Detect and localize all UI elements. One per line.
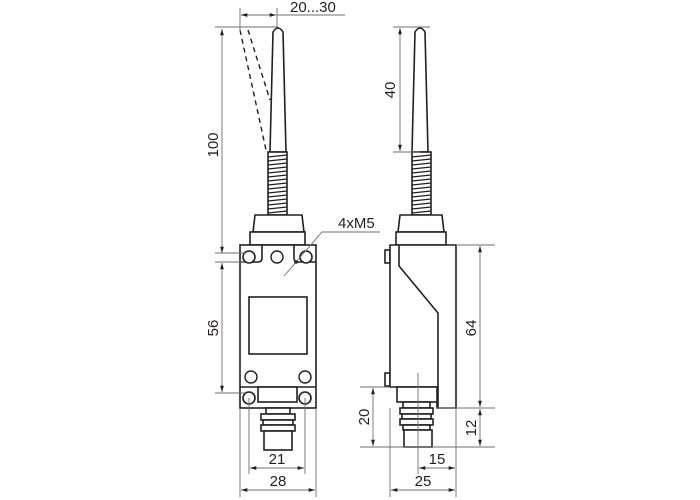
spring-coil (411, 186, 432, 190)
spring-coil (267, 182, 288, 186)
spring-coil (267, 170, 288, 174)
spring-coil (411, 170, 432, 174)
plunger-tab (257, 386, 298, 403)
side-view: 40 64 12 20 15 25 (356, 26, 495, 497)
plunger-tab (396, 386, 438, 403)
mount-hole (242, 250, 256, 264)
dim-height-total: 100 (205, 132, 222, 157)
dim-step: 12 (463, 420, 480, 437)
spring (267, 151, 288, 216)
actuator-rod (269, 27, 287, 153)
collar (249, 231, 306, 246)
spring-coil (267, 158, 288, 162)
window (248, 296, 308, 355)
spring-coil (267, 194, 288, 198)
dim-mount-spacing-v: 56 (205, 320, 222, 337)
spring-coil (411, 162, 432, 166)
spring-coil (411, 198, 432, 202)
dim-rod-length: 40 (382, 82, 399, 99)
collar (395, 231, 447, 246)
spring-coil (267, 202, 288, 206)
spring-coil (267, 190, 288, 194)
screw (244, 370, 258, 384)
spring-coil (411, 166, 432, 170)
actuator-rod (411, 27, 429, 153)
spring-coil (411, 158, 432, 162)
spring-coil (411, 194, 432, 198)
dim-depth: 25 (415, 473, 432, 490)
rod-cap (397, 214, 445, 233)
plunger-button (263, 430, 293, 451)
dim-body-height: 64 (463, 320, 480, 337)
mount-hole (299, 250, 313, 264)
dim-plunger-offset: 15 (429, 451, 446, 468)
callout-screws: 4xM5 (338, 215, 375, 232)
spring-coil (411, 154, 432, 158)
spring-coil (267, 210, 288, 214)
spring-coil (411, 190, 432, 194)
dim-width: 28 (270, 473, 287, 490)
spring-coil (411, 178, 432, 182)
spring-coil (267, 162, 288, 166)
spring-coil (267, 154, 288, 158)
dim-deflection: 20...30 (290, 0, 336, 16)
rod-cap (252, 214, 305, 233)
front-view: 100 56 20...30 4xM5 21 28 (205, 0, 380, 497)
spring-coil (411, 182, 432, 186)
plunger-ring (260, 413, 296, 421)
spring-coil (267, 206, 288, 210)
plunger-ring (399, 407, 434, 415)
plunger-ring (399, 418, 434, 426)
spring-coil (267, 178, 288, 182)
dim-mount-spacing-h: 21 (269, 451, 286, 468)
spring-coil (411, 210, 432, 214)
screw (298, 370, 312, 384)
dim-plunger-height: 20 (356, 409, 373, 426)
spring-coil (267, 174, 288, 178)
deflected-rod-outline (239, 29, 267, 151)
plunger-ring (260, 424, 296, 432)
spring-coil (411, 206, 432, 210)
spring-coil (267, 198, 288, 202)
switch-body (389, 244, 457, 409)
spring-coil (267, 166, 288, 170)
spring-coil (411, 174, 432, 178)
spring-coil (411, 202, 432, 206)
spring-coil (267, 186, 288, 190)
screw (270, 250, 284, 264)
spring (411, 151, 432, 216)
